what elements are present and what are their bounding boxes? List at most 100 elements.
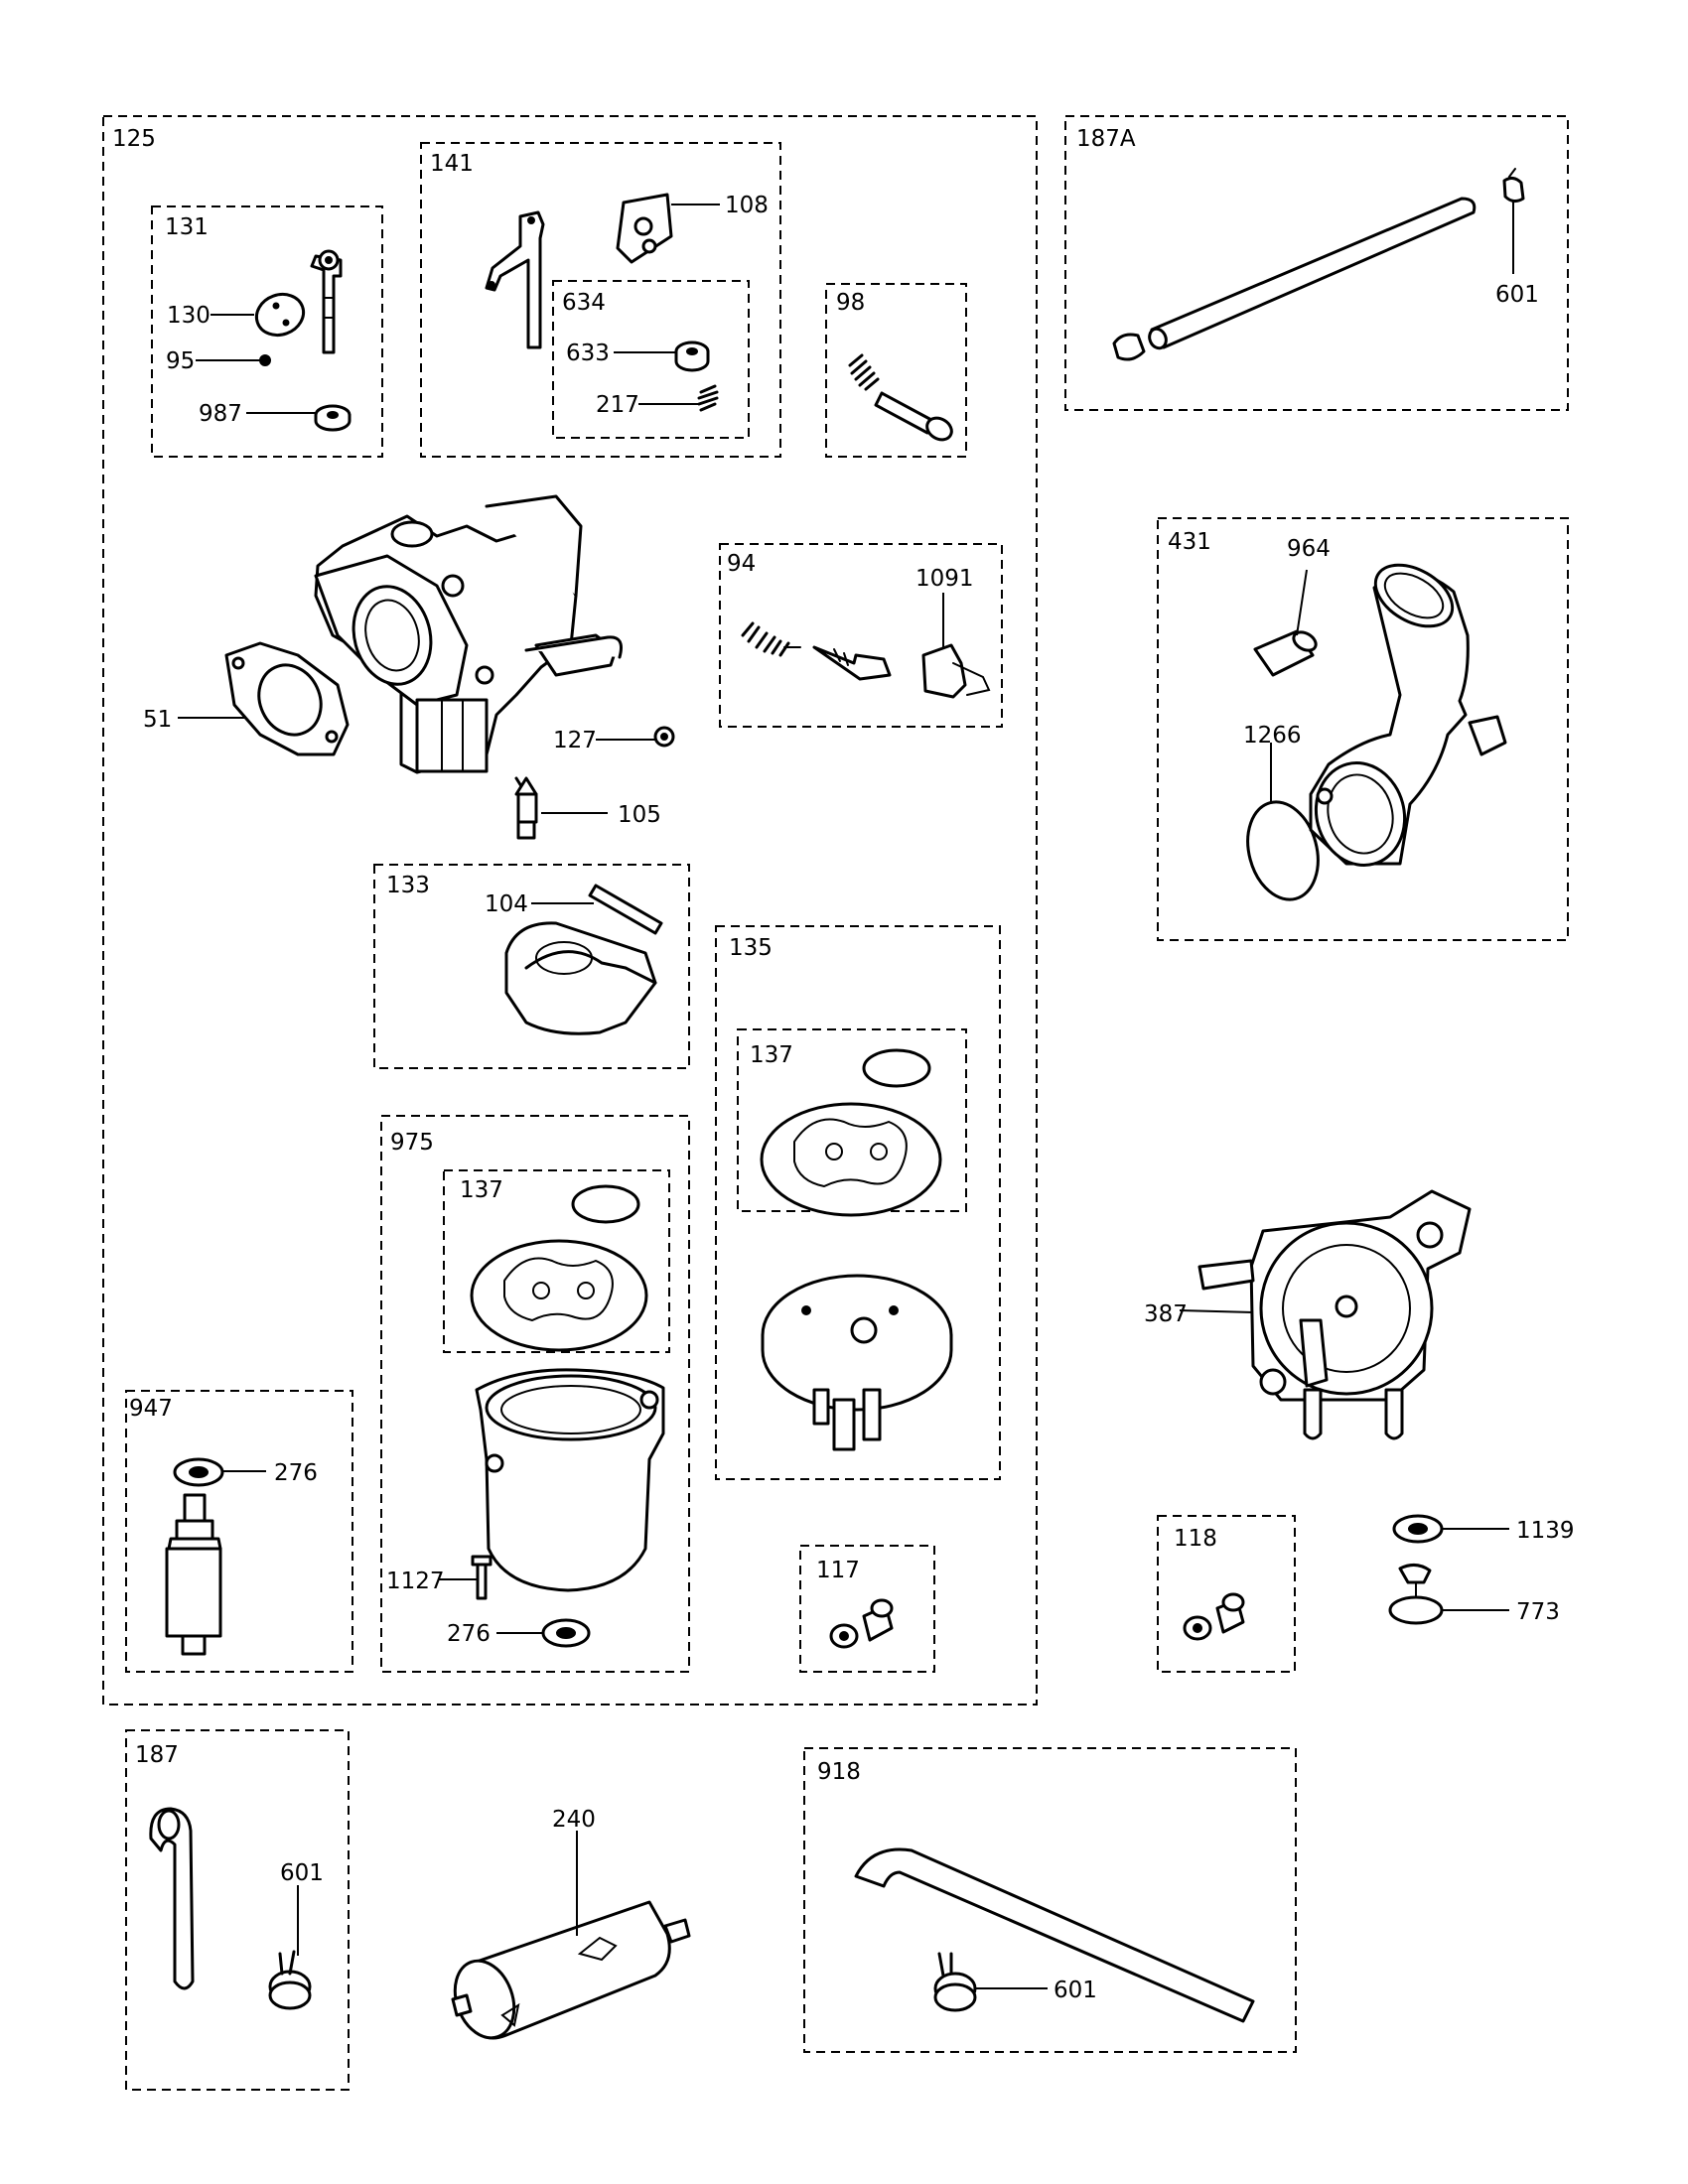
choke-screw-drawing — [259, 354, 271, 366]
group-box-125: 125 — [102, 115, 1038, 1706]
group-box-137-b: 137 — [443, 1169, 670, 1353]
group-box-133: 133 — [373, 864, 690, 1069]
group-label-94: 94 — [727, 551, 756, 577]
group-box-187A: 187A — [1064, 115, 1569, 411]
drain-plug-117-drawing — [829, 1598, 894, 1649]
group-label-634: 634 — [562, 290, 606, 316]
group-box-975: 975 — [380, 1115, 690, 1673]
part-label-276-b: 276 — [447, 1621, 491, 1647]
carburetor-gasket-drawing — [224, 641, 350, 756]
hose-clamp-918-drawing — [933, 1952, 977, 2012]
part-label-387: 387 — [1144, 1301, 1188, 1327]
group-box-187: 187 — [125, 1729, 350, 2091]
mixture-spring-drawing — [741, 621, 801, 657]
throttle-shaft-drawing — [485, 210, 545, 349]
group-box-117: 117 — [799, 1545, 935, 1673]
fuel-line-187A-drawing — [1112, 168, 1525, 361]
bowl-gasket-b-drawing — [470, 1239, 648, 1352]
float-bowl-drawing — [475, 1368, 665, 1592]
hose-clamp-187-drawing — [268, 1950, 312, 2010]
group-label-918: 918 — [817, 1759, 861, 1785]
part-label-108: 108 — [725, 193, 769, 218]
part-label-51: 51 — [143, 707, 172, 733]
group-label-137-b: 137 — [460, 1177, 503, 1203]
bowl-plate-drawing — [761, 1274, 953, 1451]
part-label-601-a: 601 — [1495, 282, 1539, 308]
leader-387 — [1179, 1309, 1254, 1313]
part-label-95: 95 — [166, 348, 195, 374]
throttle-plate-drawing — [616, 193, 673, 264]
leader-964 — [1296, 569, 1308, 636]
elbow-o-ring-drawing — [1246, 800, 1320, 901]
part-label-601-b: 601 — [280, 1860, 324, 1886]
group-label-187A: 187A — [1076, 126, 1136, 152]
bowl-washer-drawing — [541, 1618, 591, 1648]
fuel-line-918-drawing — [854, 1847, 1255, 2023]
group-label-117: 117 — [816, 1558, 860, 1583]
part-label-276-a: 276 — [274, 1460, 318, 1486]
part-label-987: 987 — [199, 401, 242, 427]
limiter-cap-drawing — [921, 643, 991, 699]
part-label-104: 104 — [485, 891, 528, 917]
group-box-131: 131 — [151, 205, 383, 458]
group-label-947: 947 — [129, 1396, 173, 1422]
part-label-601-c: 601 — [1054, 1978, 1097, 2003]
fuel-filter-drawing — [451, 1900, 691, 2040]
solenoid-washer-drawing — [173, 1457, 224, 1487]
throttle-spring-drawing — [697, 384, 719, 412]
o-ring-b-drawing — [571, 1184, 640, 1224]
float-drawing — [504, 921, 657, 1035]
group-box-94: 94 — [719, 543, 1003, 728]
float-needle-drawing — [514, 776, 538, 840]
group-box-918: 918 — [803, 1747, 1297, 2053]
group-label-118: 118 — [1174, 1526, 1217, 1552]
choke-plate-drawing — [254, 292, 306, 338]
group-label-135: 135 — [729, 935, 773, 961]
part-label-127: 127 — [553, 728, 597, 753]
group-label-98: 98 — [836, 290, 865, 316]
group-box-947: 947 — [125, 1390, 353, 1673]
fuel-line-187-drawing — [149, 1807, 195, 1990]
drain-plug-118-drawing — [1183, 1592, 1245, 1641]
vent-tube-drawing — [1253, 629, 1318, 677]
mixture-screw-drawing — [812, 645, 892, 681]
group-box-135: 135 — [715, 925, 1001, 1480]
fuel-pump-drawing — [1197, 1189, 1472, 1440]
part-label-1127: 1127 — [386, 1569, 445, 1594]
carburetor-drawing — [314, 494, 623, 774]
group-label-131: 131 — [165, 214, 209, 240]
group-box-118: 118 — [1157, 1515, 1296, 1673]
fuel-inlet-clip-drawing — [653, 726, 675, 748]
group-box-98: 98 — [825, 283, 967, 458]
group-label-141: 141 — [430, 151, 474, 177]
o-ring-a-drawing — [862, 1048, 931, 1088]
part-label-217: 217 — [596, 392, 639, 418]
group-label-137-a: 137 — [750, 1042, 793, 1068]
part-label-130: 130 — [167, 303, 211, 329]
group-box-634: 634 — [552, 280, 750, 439]
part-label-1139: 1139 — [1516, 1518, 1575, 1544]
shutoff-valve-drawing — [1388, 1564, 1444, 1625]
group-label-975: 975 — [390, 1130, 434, 1156]
idle-screw-drawing — [848, 353, 953, 442]
part-label-240: 240 — [552, 1807, 596, 1833]
group-label-431: 431 — [1168, 529, 1211, 555]
intake-elbow-drawing — [1309, 563, 1507, 868]
bowl-screw-drawing — [471, 1555, 492, 1600]
part-label-1266: 1266 — [1243, 723, 1302, 749]
group-label-125: 125 — [112, 126, 156, 152]
part-label-964: 964 — [1287, 536, 1331, 562]
choke-seal-drawing — [314, 404, 352, 432]
float-pin-drawing — [588, 884, 663, 935]
fuel-solenoid-drawing — [165, 1493, 222, 1656]
group-label-133: 133 — [386, 873, 430, 898]
part-label-773: 773 — [1516, 1599, 1560, 1625]
pump-washer-drawing — [1392, 1514, 1444, 1544]
part-label-633: 633 — [566, 341, 610, 366]
bowl-gasket-a-drawing — [760, 1102, 942, 1217]
part-label-1091: 1091 — [915, 566, 974, 592]
choke-shaft-drawing — [310, 249, 343, 354]
group-label-187: 187 — [135, 1742, 179, 1768]
group-box-431: 431 — [1157, 517, 1569, 941]
